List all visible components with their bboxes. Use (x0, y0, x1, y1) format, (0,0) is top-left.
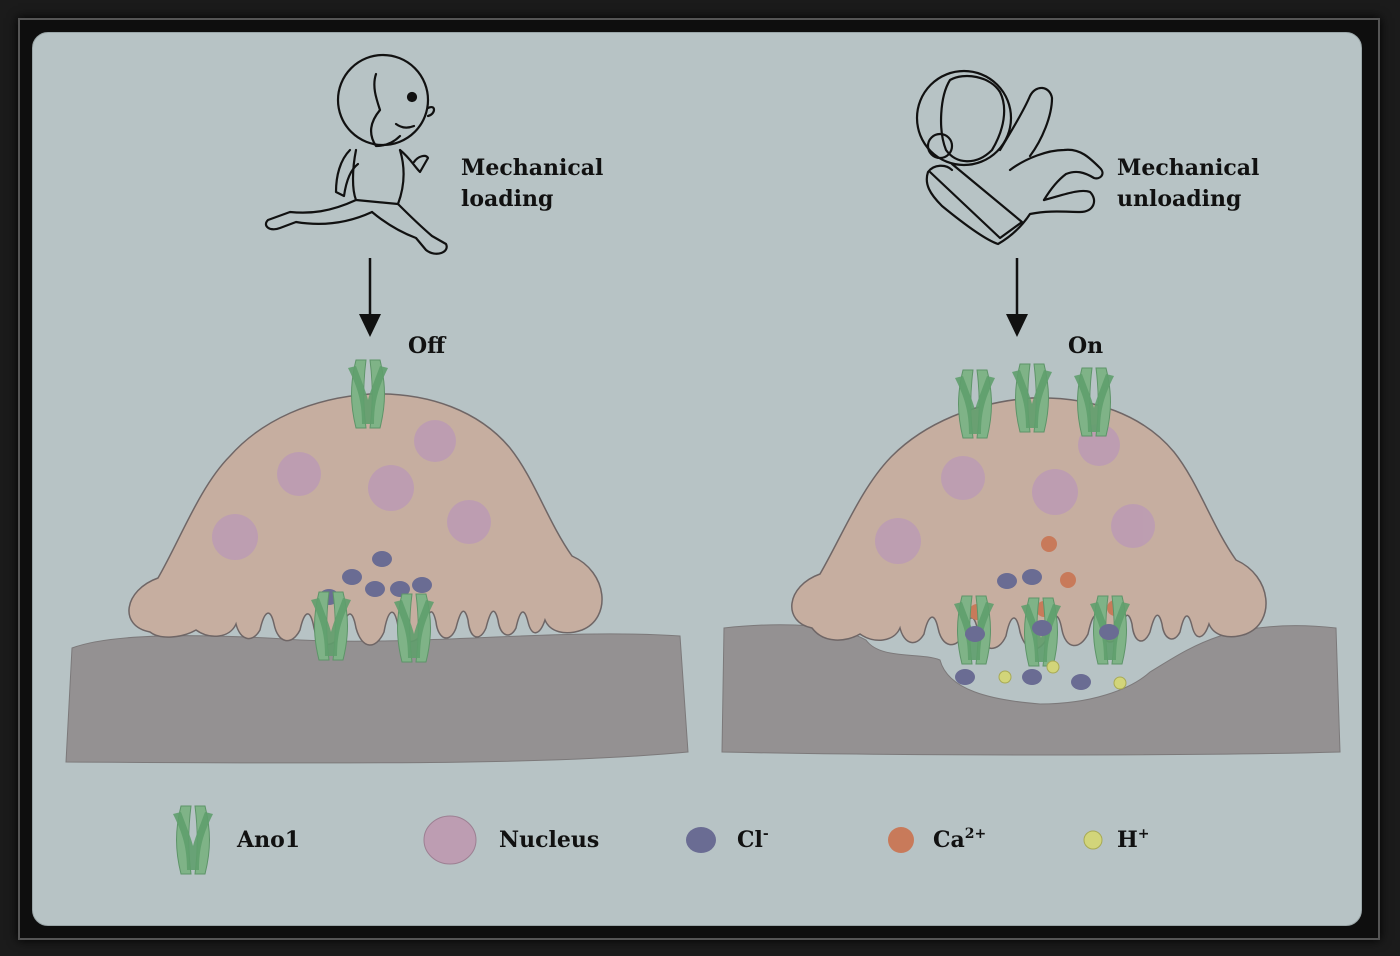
proton-ions-lacuna (998, 660, 1127, 690)
legend-calcium-icon (888, 827, 914, 853)
chloride-ions-right (997, 569, 1042, 589)
loading-label-line2: loading (461, 186, 553, 212)
left-scene: Mechanical loading Off (65, 53, 689, 764)
bone-surface-resorbed (721, 624, 1341, 756)
legend-nucleus-label: Nucleus (499, 827, 599, 853)
legend-ano1-icon (172, 805, 214, 875)
right-scene: Mechanical unloading On (721, 69, 1341, 756)
legend-chloride-icon (686, 827, 716, 853)
running-person-icon (264, 53, 448, 255)
legend: Ano1 Nucleus Cl- Ca2+ H+ (172, 805, 1150, 875)
loading-label-line1: Mechanical (461, 155, 603, 181)
legend-calcium-label: Ca2+ (933, 826, 986, 853)
down-arrow-icon (1006, 258, 1028, 337)
ano1-channel-icon (1073, 367, 1115, 437)
ano1-channel-icon (954, 369, 996, 439)
on-state-label: On (1068, 333, 1103, 359)
bone-surface (65, 633, 689, 764)
osteoclast-cell (128, 393, 603, 646)
legend-nucleus-icon (423, 815, 477, 865)
legend-proton-label: H+ (1117, 826, 1150, 853)
legend-proton-icon (1083, 830, 1103, 850)
legend-ano1-label: Ano1 (236, 827, 300, 853)
off-state-label: Off (408, 333, 447, 359)
nuclei-left (212, 420, 491, 560)
astronaut-icon (915, 69, 1104, 246)
chloride-ions-lacuna (955, 620, 1119, 690)
unloading-label-line2: unloading (1117, 186, 1241, 212)
down-arrow-icon (359, 258, 381, 337)
unloading-label-line1: Mechanical (1117, 155, 1259, 181)
legend-chloride-label: Cl- (737, 826, 769, 853)
